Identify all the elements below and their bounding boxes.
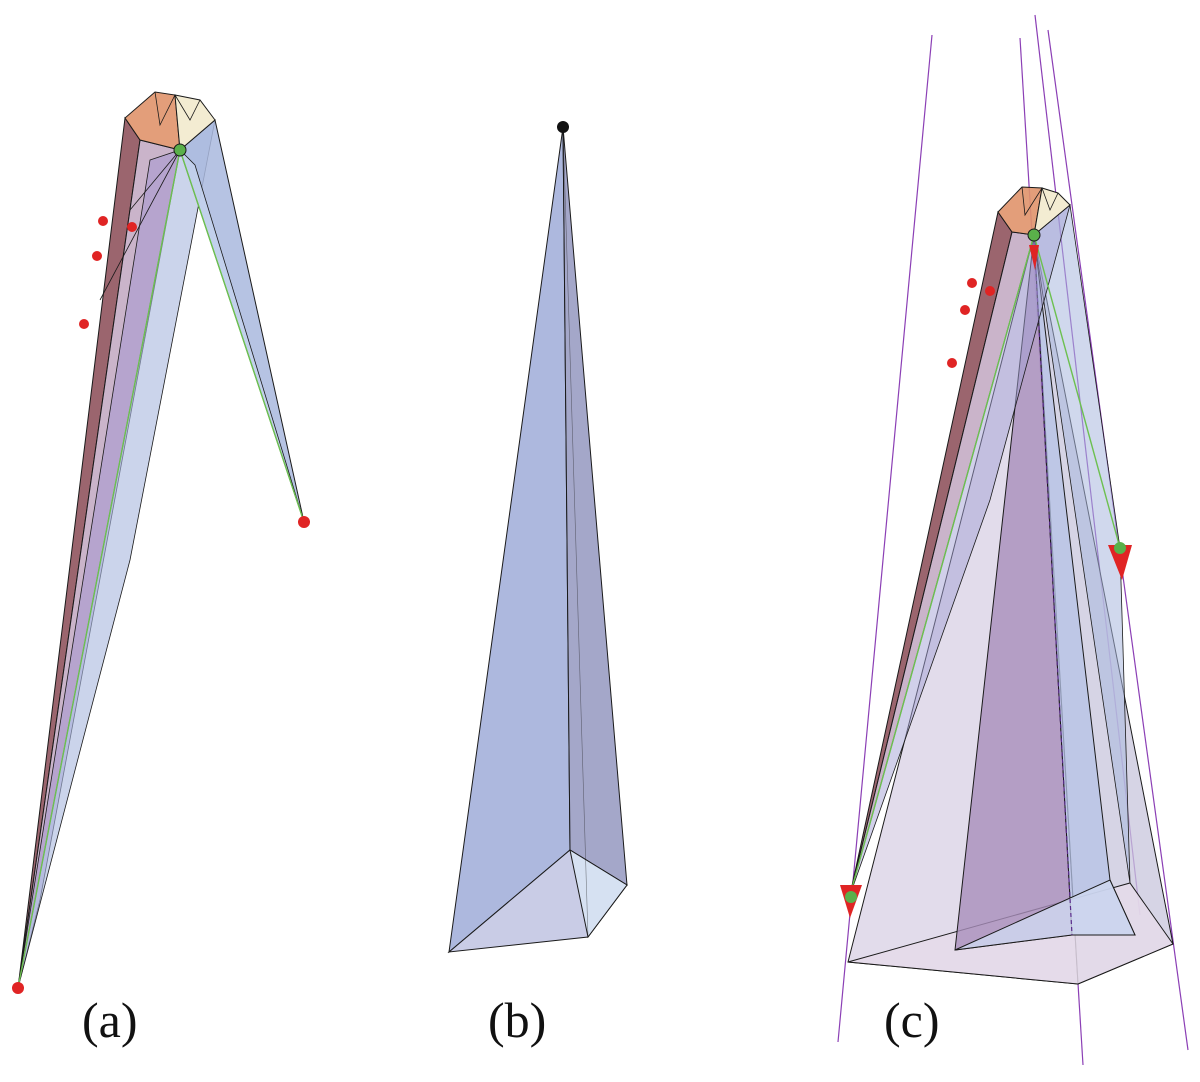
panel-a-green-line-2 (179, 149, 305, 523)
panel-c-red-arrow (1108, 545, 1132, 580)
panel-a-red-point (98, 216, 108, 226)
panel-c-cap-cream (1033, 187, 1071, 237)
panel-a-cap-cream (174, 94, 216, 152)
panel-a-red-point (92, 251, 102, 261)
panel-a-red-point (79, 319, 89, 329)
panel-c-red-arrow (1029, 245, 1039, 270)
panel-a-green-line-1 (17, 149, 181, 989)
panel-b-front-face (448, 126, 571, 954)
panel-c-red-point (947, 358, 957, 368)
panel-c-green-line (1033, 234, 1121, 549)
panel-a-label: (a) (82, 992, 138, 1048)
panel-c-inner-dashed-axis (1033, 234, 1073, 936)
panel-b-base-right (569, 848, 628, 939)
panel-b-diagram (447, 121, 628, 954)
panel-b-label: (b) (488, 992, 547, 1048)
panel-b-hidden-edge (562, 126, 589, 938)
panel-a-red-point (298, 516, 310, 528)
panel-c-green-point (845, 891, 857, 903)
panel-c-diagram (837, 14, 1189, 1066)
panel-c-green-point (1027, 228, 1041, 242)
panel-c-green-point (1114, 542, 1126, 554)
panel-c-red-point (960, 305, 970, 315)
panel-a-diagram (12, 91, 310, 994)
panel-c-cap-mesh (1021, 186, 1059, 217)
panel-c-label: (c) (884, 992, 940, 1048)
panel-b-side-face (562, 126, 628, 886)
panel-c-green-line (849, 234, 1035, 896)
panel-c-red-point (967, 278, 977, 288)
panel-b-apex-black-point (557, 121, 569, 133)
panel-c-red-point (985, 286, 995, 296)
panel-c-purple-line (837, 34, 933, 1043)
panel-a-apex-green-point (173, 143, 187, 157)
panel-a-cap-mesh (154, 91, 201, 127)
panel-a-red-point (127, 222, 137, 232)
panel-a-red-point (12, 982, 24, 994)
panel-c-inner-base (954, 879, 1136, 951)
